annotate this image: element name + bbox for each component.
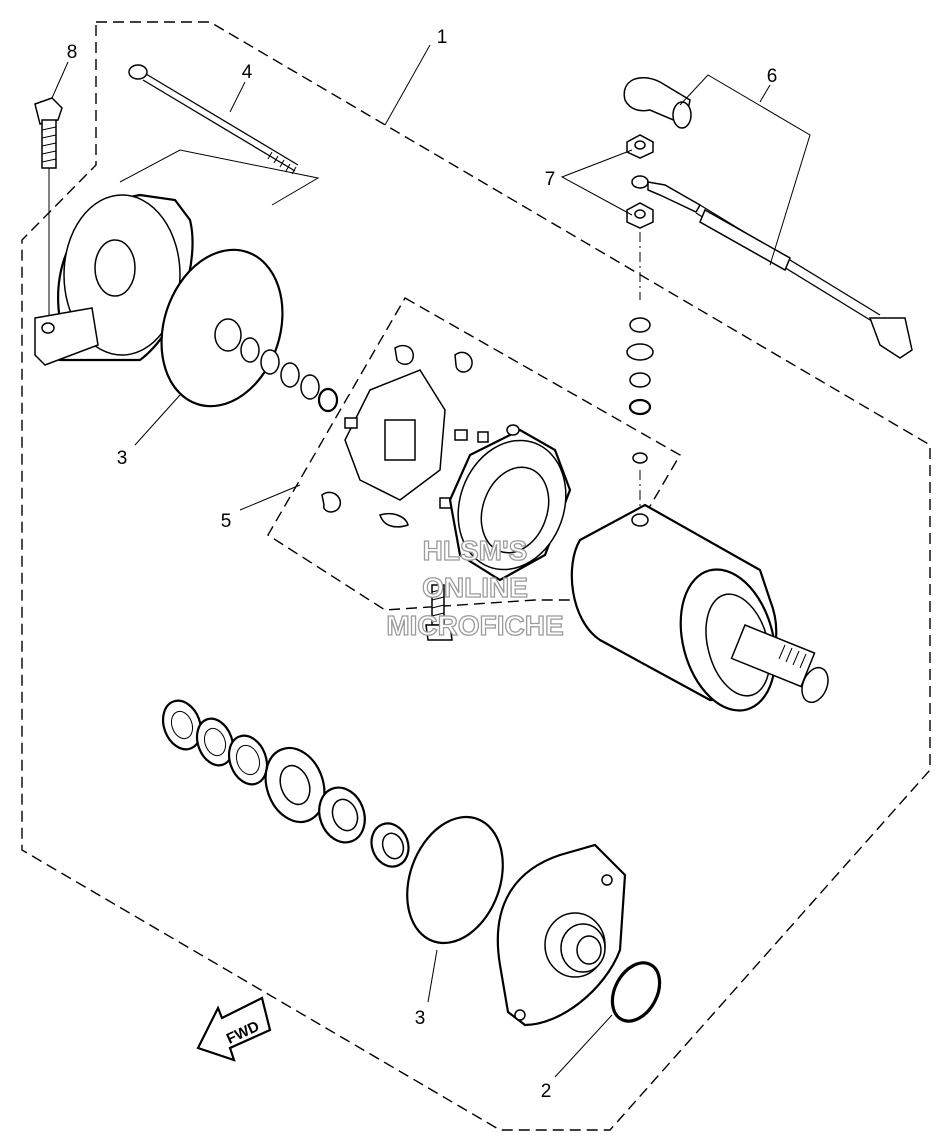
o-ring-small (610, 961, 662, 1023)
callout-7: 7 (545, 169, 556, 190)
front-washer-stack (161, 699, 410, 868)
brush-springs (321, 344, 473, 528)
o-ring-lower (406, 815, 504, 945)
watermark: HLSM'S ONLINE MICROFICHE (386, 534, 565, 641)
watermark-line-2: ONLINE (422, 572, 528, 603)
watermark-line-1: HLSM'S (423, 535, 528, 566)
brush-set-outline (267, 297, 681, 611)
starter-lead-wire (623, 77, 913, 359)
terminal-nuts (626, 134, 654, 229)
through-bolt-bracket (119, 149, 320, 206)
callout-4: 4 (242, 62, 253, 83)
terminal-bolt (425, 584, 453, 641)
rear-cover (34, 193, 194, 366)
front-cover (496, 843, 627, 1027)
callout-1: 1 (437, 27, 448, 48)
callout-3-lower: 3 (415, 1008, 426, 1029)
fwd-arrow-icon: FWD (196, 996, 272, 1062)
callout-6: 6 (767, 66, 778, 87)
motor-body (570, 503, 829, 712)
through-bolt (128, 64, 299, 175)
nut-bracket (560, 149, 633, 216)
callout-2: 2 (541, 1081, 552, 1102)
callout-8: 8 (67, 42, 78, 63)
yoke-housing (448, 424, 572, 582)
brush-holder-plate (344, 369, 489, 509)
upper-washer-stack (214, 318, 339, 413)
lead-wire-bracket (679, 74, 811, 266)
callout-3-upper: 3 (117, 448, 128, 469)
assembly-boundary-outline (21, 21, 931, 1131)
leader-lines (51, 44, 771, 1078)
flange-bolt (34, 97, 63, 318)
callout-5: 5 (221, 511, 232, 532)
terminal-washer-stack (626, 232, 654, 510)
watermark-line-3: MICROFICHE (386, 610, 563, 641)
